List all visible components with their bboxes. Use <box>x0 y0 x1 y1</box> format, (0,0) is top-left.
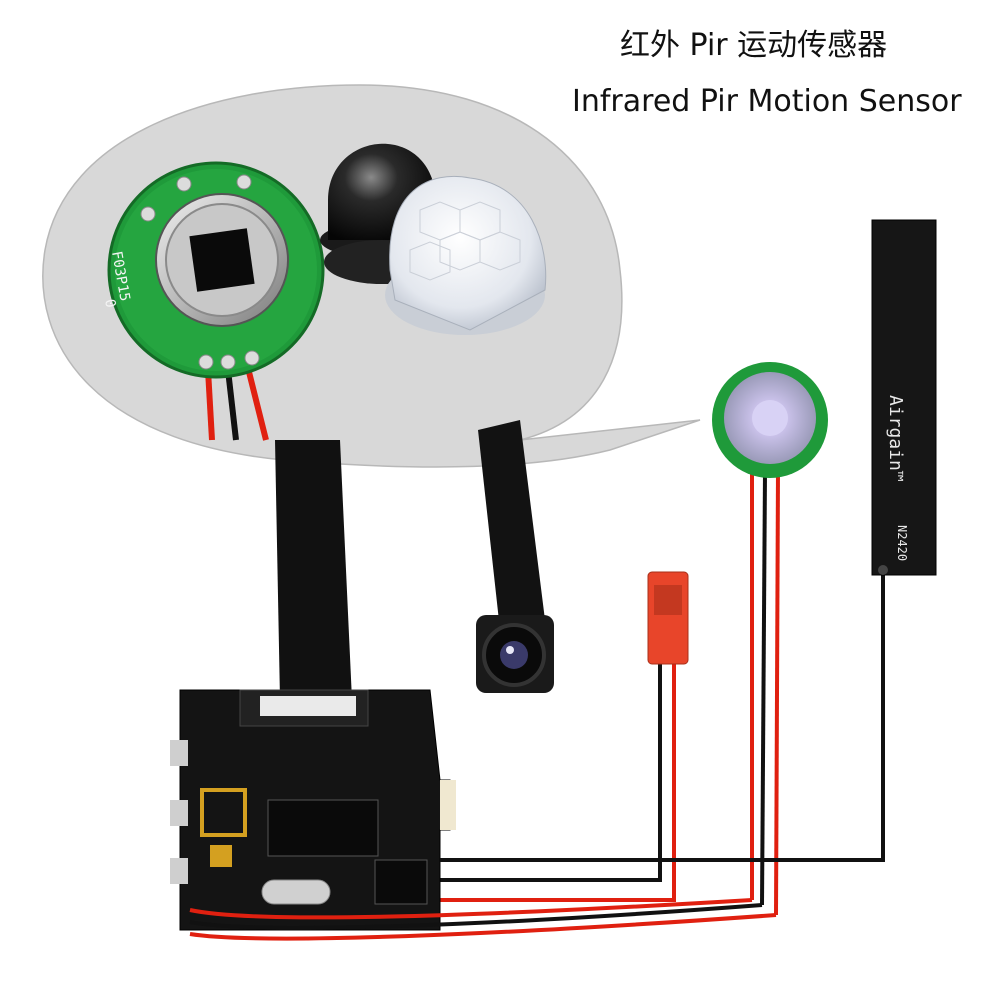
wifi-antenna: Airgain™ N2420 <box>871 219 937 862</box>
pir-module-small <box>712 362 828 916</box>
pir-lens-domes <box>320 143 547 335</box>
wire-harness <box>189 858 883 941</box>
jst-connector <box>440 571 689 902</box>
antenna-model-label: N2420 <box>895 525 909 561</box>
main-board <box>170 689 456 931</box>
camera-module <box>476 420 554 693</box>
title-english: Infrared Pir Motion Sensor <box>572 84 962 119</box>
pir-window-icon <box>189 228 255 292</box>
pir-sensor-board: F03P15 0 <box>101 161 325 441</box>
ribbon-cable <box>275 440 352 700</box>
title-chinese: 红外 Pir 运动传感器 <box>620 28 888 63</box>
pir-chip-suffix: 0 <box>101 298 118 309</box>
antenna-brand-label: Airgain™ <box>885 395 906 482</box>
